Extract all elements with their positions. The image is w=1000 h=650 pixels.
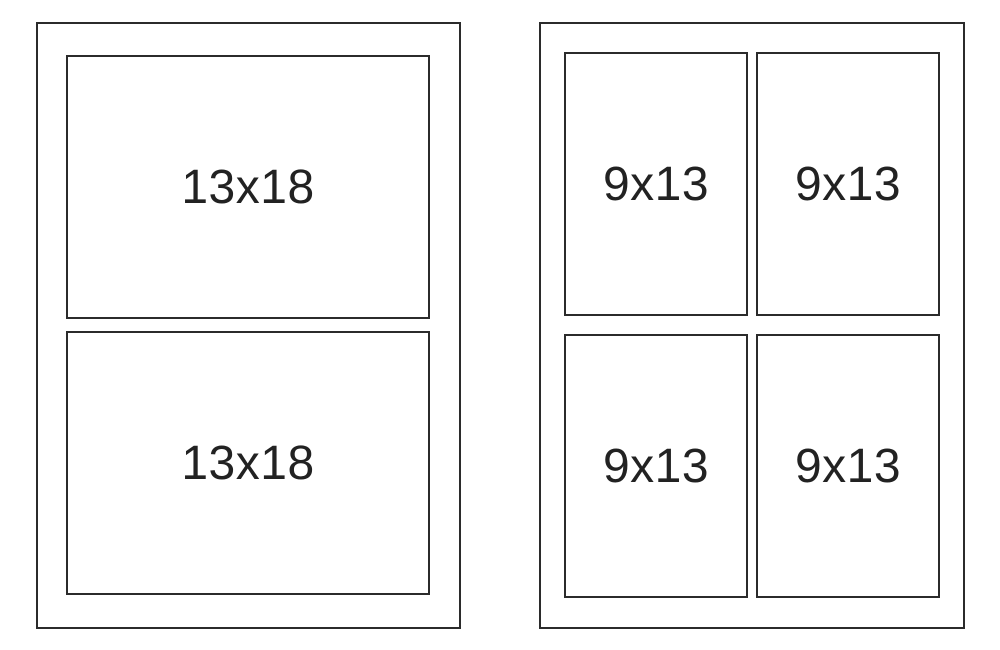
photo-size-label: 9x13 [794, 439, 902, 493]
photo-size-label: 9x13 [794, 157, 902, 211]
photo-slot-13x18-bottom: 13x18 [66, 331, 430, 595]
photo-slot-13x18-top: 13x18 [66, 55, 430, 319]
photo-slot-9x13-bottom-right: 9x13 [756, 334, 940, 598]
photo-slot-9x13-top-left: 9x13 [564, 52, 748, 316]
photo-size-label: 9x13 [602, 157, 710, 211]
photo-slot-9x13-top-right: 9x13 [756, 52, 940, 316]
photo-size-label: 9x13 [602, 439, 710, 493]
photo-slot-9x13-bottom-left: 9x13 [564, 334, 748, 598]
photo-size-label: 13x18 [181, 160, 315, 214]
photo-size-label: 13x18 [181, 436, 315, 490]
